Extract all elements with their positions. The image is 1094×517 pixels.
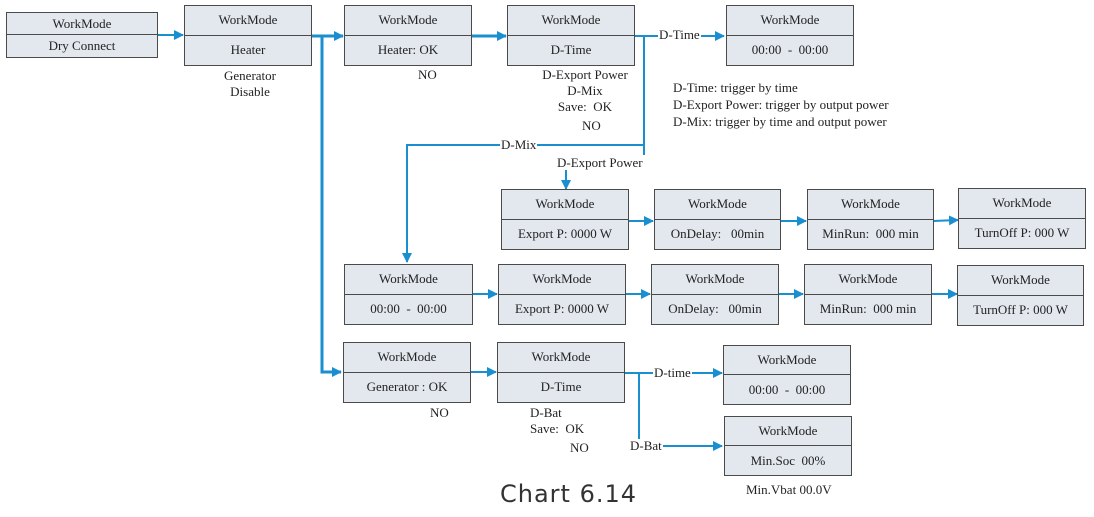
edge-label-d-time: D-Time xyxy=(658,27,701,42)
box-d-time-select: WorkMode D-Time xyxy=(507,5,635,66)
d-time-options-note: D-Export Power D-Mix Save: OK xyxy=(542,67,628,114)
box-dry-connect: WorkMode Dry Connect xyxy=(6,12,158,58)
box-heater-ok: WorkMode Heater: OK xyxy=(344,5,472,66)
box-export-p-2: WorkMode Export P: 0000 W xyxy=(498,264,626,325)
arrow-dmix xyxy=(402,144,644,263)
box-ondelay-1: WorkMode OnDelay: 00min xyxy=(654,189,781,250)
box-turnoff-2: WorkMode TurnOff P: 000 W xyxy=(957,265,1084,326)
box-title: WorkMode xyxy=(808,190,933,220)
figure-caption: Chart 6.14 xyxy=(500,480,638,508)
box-export-p-1: WorkMode Export P: 0000 W xyxy=(501,189,629,250)
heater-options-note: Generator Disable xyxy=(224,68,276,99)
box-value: OnDelay: 00min xyxy=(670,226,765,242)
box-title: WorkMode xyxy=(724,346,850,375)
box-value: Export P: 0000 W xyxy=(517,226,612,242)
min-vbat-note: Min.Vbat 00.0V xyxy=(746,482,832,497)
box-value: TurnOff P: 000 W xyxy=(974,225,1070,241)
box-gen-time-range: WorkMode 00:00 - 00:00 xyxy=(723,345,851,405)
box-value: Generator : OK xyxy=(366,379,448,395)
box-title: WorkMode xyxy=(652,265,778,295)
box-ondelay-2: WorkMode OnDelay: 00min xyxy=(651,264,779,325)
box-min-soc: WorkMode Min.Soc 00% xyxy=(724,416,852,476)
box-value: Heater xyxy=(230,42,266,58)
edge-label-d-bat: D-Bat xyxy=(629,438,663,453)
box-value: Min.Soc 00% xyxy=(750,452,826,468)
box-title: WorkMode xyxy=(499,265,625,295)
box-title: WorkMode xyxy=(345,265,472,295)
box-title: WorkMode xyxy=(345,6,471,36)
box-minrun-1: WorkMode MinRun: 000 min xyxy=(807,189,934,250)
gen-d-time-no-option: NO xyxy=(570,440,589,455)
box-value: 00:00 - 00:00 xyxy=(748,381,826,397)
box-heater: WorkMode Heater xyxy=(184,5,312,66)
box-time-range-mix: WorkMode 00:00 - 00:00 xyxy=(344,264,473,325)
box-value: D-Time xyxy=(540,379,582,395)
box-value: 00:00 - 00:00 xyxy=(370,301,447,317)
box-title: WorkMode xyxy=(725,417,851,446)
box-title: WorkMode xyxy=(508,6,634,36)
box-value: MinRun: 000 min xyxy=(822,226,919,242)
box-title: WorkMode xyxy=(498,343,624,373)
legend-d-mix: D-Mix: trigger by time and output power xyxy=(673,114,887,129)
box-value: MinRun: 000 min xyxy=(819,301,917,317)
arrow-heater-to-generator xyxy=(320,36,342,377)
edge-label-d-export-power: D-Export Power xyxy=(556,155,644,170)
box-title: WorkMode xyxy=(655,190,780,220)
edge-label-d-time-lower: D-time xyxy=(653,365,692,380)
box-value: D-Time xyxy=(550,42,592,58)
box-title: WorkMode xyxy=(727,6,853,36)
box-minrun-2: WorkMode MinRun: 000 min xyxy=(804,264,932,325)
box-value: Heater: OK xyxy=(377,42,439,58)
generator-ok-no-option: NO xyxy=(430,405,449,420)
gen-d-time-options-note: D-Bat Save: OK xyxy=(530,405,585,436)
box-title: WorkMode xyxy=(805,265,931,295)
box-value: 00:00 - 00:00 xyxy=(751,42,829,58)
box-title: WorkMode xyxy=(185,6,311,36)
legend-d-time: D-Time: trigger by time xyxy=(673,80,798,95)
heater-ok-no-option: NO xyxy=(418,67,437,82)
box-value: Dry Connect xyxy=(48,38,116,53)
box-value: TurnOff P: 000 W xyxy=(973,302,1068,318)
box-turnoff-1: WorkMode TurnOff P: 000 W xyxy=(958,188,1086,249)
box-title: WorkMode xyxy=(7,13,157,35)
edge-label-d-mix: D-Mix xyxy=(500,137,538,152)
box-title: WorkMode xyxy=(958,266,1083,296)
box-title: WorkMode xyxy=(344,343,470,373)
box-title: WorkMode xyxy=(959,189,1085,219)
box-generator-ok: WorkMode Generator : OK xyxy=(343,342,471,403)
box-title: WorkMode xyxy=(502,190,628,220)
box-time-range-top: WorkMode 00:00 - 00:00 xyxy=(726,5,854,66)
legend-d-export-power: D-Export Power: trigger by output power xyxy=(673,97,889,112)
box-gen-d-time: WorkMode D-Time xyxy=(497,342,625,403)
d-time-no-option: NO xyxy=(582,118,601,133)
box-value: OnDelay: 00min xyxy=(668,301,762,317)
box-value: Export P: 0000 W xyxy=(514,301,609,317)
